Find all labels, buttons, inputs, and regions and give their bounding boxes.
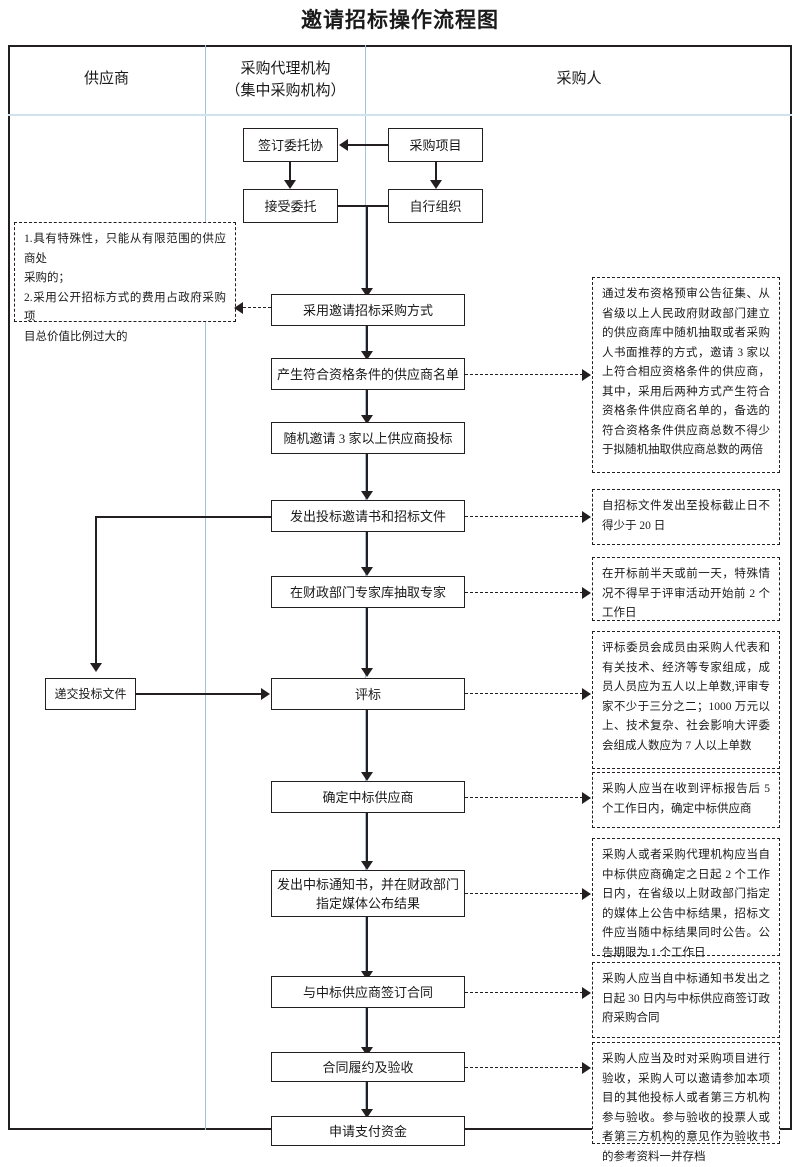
note-determine-winner-days: 采购人应当在收到评标报告后 5 个工作日内，确定中标供应商	[592, 772, 780, 828]
lane-header-supplier: 供应商	[83, 71, 129, 87]
note-evaluation-committee: 评标委员会成员由采购人代表和有关技术、经济等专家组成，成员人员应为五人以上单数,…	[592, 631, 780, 769]
arrowhead-submit-to-evaluate	[261, 688, 270, 700]
arrowhead-adopt-to-list	[361, 351, 373, 360]
box-adopt-invitation-method[interactable]: 采用邀请招标采购方式	[271, 294, 465, 326]
arrowhead-notice-to-contract	[361, 971, 373, 980]
note-invite-conditions-line3: 2.采用公开招标方式的费用占政府采购项	[24, 291, 226, 324]
box-determine-winner[interactable]: 确定中标供应商	[271, 781, 465, 813]
arrowhead-invite3-to-issue	[361, 491, 373, 500]
box-accept-entrust[interactable]: 接受委托	[243, 189, 338, 223]
connector-contract-to-perform	[366, 1008, 368, 1049]
connector-list-to-invite3	[366, 390, 368, 416]
arrowhead-join-to-adopt	[361, 288, 373, 297]
note-invite-conditions-line2: 采购的；	[24, 272, 70, 284]
connector-determine-to-notice	[366, 813, 368, 863]
arrowhead-list-to-invite3	[361, 415, 373, 424]
connector-contract-to-note	[465, 992, 583, 993]
box-sign-contract[interactable]: 与中标供应商签订合同	[271, 976, 465, 1008]
arrowhead-project-to-self	[430, 180, 442, 189]
connector-issue-to-experts	[366, 532, 368, 570]
connector-notice-to-contract	[366, 917, 368, 973]
note-invite-conditions: 1.具有特殊性，只能从有限范围的供应商处 采购的； 2.采用公开招标方式的费用占…	[14, 222, 236, 343]
box-purchase-project[interactable]: 采购项目	[388, 128, 483, 162]
box-issue-award-notice[interactable]: 发出中标通知书，并在财政部门 指定媒体公布结果	[271, 870, 465, 917]
box-apply-payment[interactable]: 申请支付资金	[271, 1116, 465, 1146]
connector-sign-to-accept	[289, 162, 291, 180]
lane-header-purchaser: 采购人	[556, 71, 602, 87]
box-contract-performance-acceptance[interactable]: 合同履约及验收	[271, 1052, 465, 1082]
box-issue-invitation-docs[interactable]: 发出投标邀请书和招标文件	[271, 500, 465, 532]
page-title: 邀请招标操作流程图	[301, 9, 499, 32]
arrowhead-experts-to-evaluate	[361, 668, 373, 677]
connector-determine-to-note	[465, 797, 583, 798]
note-supplier-list-rules: 通过发布资格预审公告征集、从省级以上人民政府财政部门建立的供应商库中随机抽取或者…	[592, 277, 780, 473]
arrowhead-notice-to-note	[582, 888, 591, 900]
arrowhead-perform-to-payment	[361, 1109, 373, 1118]
connector-issue-to-supplier-v	[95, 516, 97, 665]
connector-project-to-self	[435, 162, 437, 180]
note-invite-conditions-line4: 目总价值比例过大的	[24, 330, 128, 343]
arrowhead-sign-to-accept	[284, 180, 296, 189]
connector-adopt-to-list	[366, 326, 368, 352]
arrowhead-to-submit-bid	[90, 663, 102, 672]
connector-project-to-sign	[348, 144, 388, 146]
arrowhead-evaluate-to-note	[582, 688, 591, 700]
box-sign-entrust[interactable]: 签订委托协	[243, 128, 338, 162]
arrowhead-determine-to-notice	[361, 861, 373, 870]
connector-list-to-note	[465, 374, 583, 375]
connector-issue-to-supplier-h	[95, 516, 271, 518]
arrowhead-experts-to-note	[582, 587, 591, 599]
note-award-announcement: 采购人或者采购代理机构应当自中标供应商确定之日起 2 个工作日内，在省级以上财政…	[592, 838, 780, 959]
connector-notice-to-note	[465, 893, 583, 894]
arrowhead-contract-to-perform	[361, 1047, 373, 1056]
arrowhead-project-to-sign	[339, 139, 348, 151]
connector-evaluate-to-determine	[366, 710, 368, 774]
box-generate-supplier-list[interactable]: 产生符合资格条件的供应商名单	[271, 358, 465, 390]
box-issue-award-notice-line1: 发出中标通知书，并在财政部门	[276, 876, 459, 892]
arrowhead-contract-to-note	[582, 987, 591, 999]
arrowhead-list-to-note	[582, 369, 591, 381]
arrowhead-adopt-to-conditions	[234, 302, 243, 314]
connector-perform-to-payment	[366, 1082, 368, 1111]
box-self-organize[interactable]: 自行组织	[388, 189, 483, 223]
box-bid-evaluation[interactable]: 评标	[271, 678, 465, 710]
arrowhead-evaluate-to-determine	[361, 772, 373, 781]
connector-evaluate-to-note	[465, 693, 583, 694]
arrowhead-perform-to-note	[582, 1062, 591, 1074]
connector-perform-to-note	[465, 1067, 583, 1068]
lane-header-agency-line2: （集中采购机构）	[225, 83, 346, 99]
connector-adopt-to-conditions	[243, 307, 271, 308]
connector-submit-to-evaluate	[136, 693, 262, 695]
lane-divider-supplier-agency	[205, 45, 206, 1130]
arrowhead-issue-to-note	[582, 511, 591, 523]
note-invite-conditions-line1: 1.具有特殊性，只能从有限范围的供应商处	[24, 233, 226, 265]
arrowhead-determine-to-note	[582, 792, 591, 804]
note-bid-deadline: 自招标文件发出至投标截止日不得少于 20 日	[592, 489, 780, 545]
connector-issue-to-note	[465, 516, 583, 517]
box-submit-bid-documents[interactable]: 递交投标文件	[45, 678, 136, 710]
arrowhead-issue-to-experts	[361, 567, 373, 576]
connector-experts-to-note	[465, 592, 583, 593]
connector-join-horizontal	[338, 205, 388, 207]
connector-invite3-to-issue	[366, 454, 368, 494]
box-invite-three-suppliers[interactable]: 随机邀请 3 家以上供应商投标	[271, 422, 465, 454]
note-acceptance-rules: 采购人应当及时对采购项目进行验收，采购人可以邀请参加本项目的其他投标人或者第三方…	[592, 1042, 780, 1163]
lane-header-agency-line1: 采购代理机构	[240, 61, 331, 77]
note-expert-draw-timing: 在开标前半天或前一天，特殊情况不得早于评审活动开始前 2 个工作日	[592, 557, 780, 621]
header-separator	[8, 114, 792, 116]
connector-join-down	[366, 205, 368, 289]
connector-experts-to-evaluate	[366, 608, 368, 670]
lane-header-agency: 采购代理机构 （集中采购机构）	[206, 58, 365, 102]
box-issue-award-notice-line2: 指定媒体公布结果	[315, 895, 420, 911]
note-contract-signing-days: 采购人应当自中标通知书发出之日起 30 日内与中标供应商签订政府采购合同	[592, 962, 780, 1038]
box-draw-experts[interactable]: 在财政部门专家库抽取专家	[271, 576, 465, 608]
